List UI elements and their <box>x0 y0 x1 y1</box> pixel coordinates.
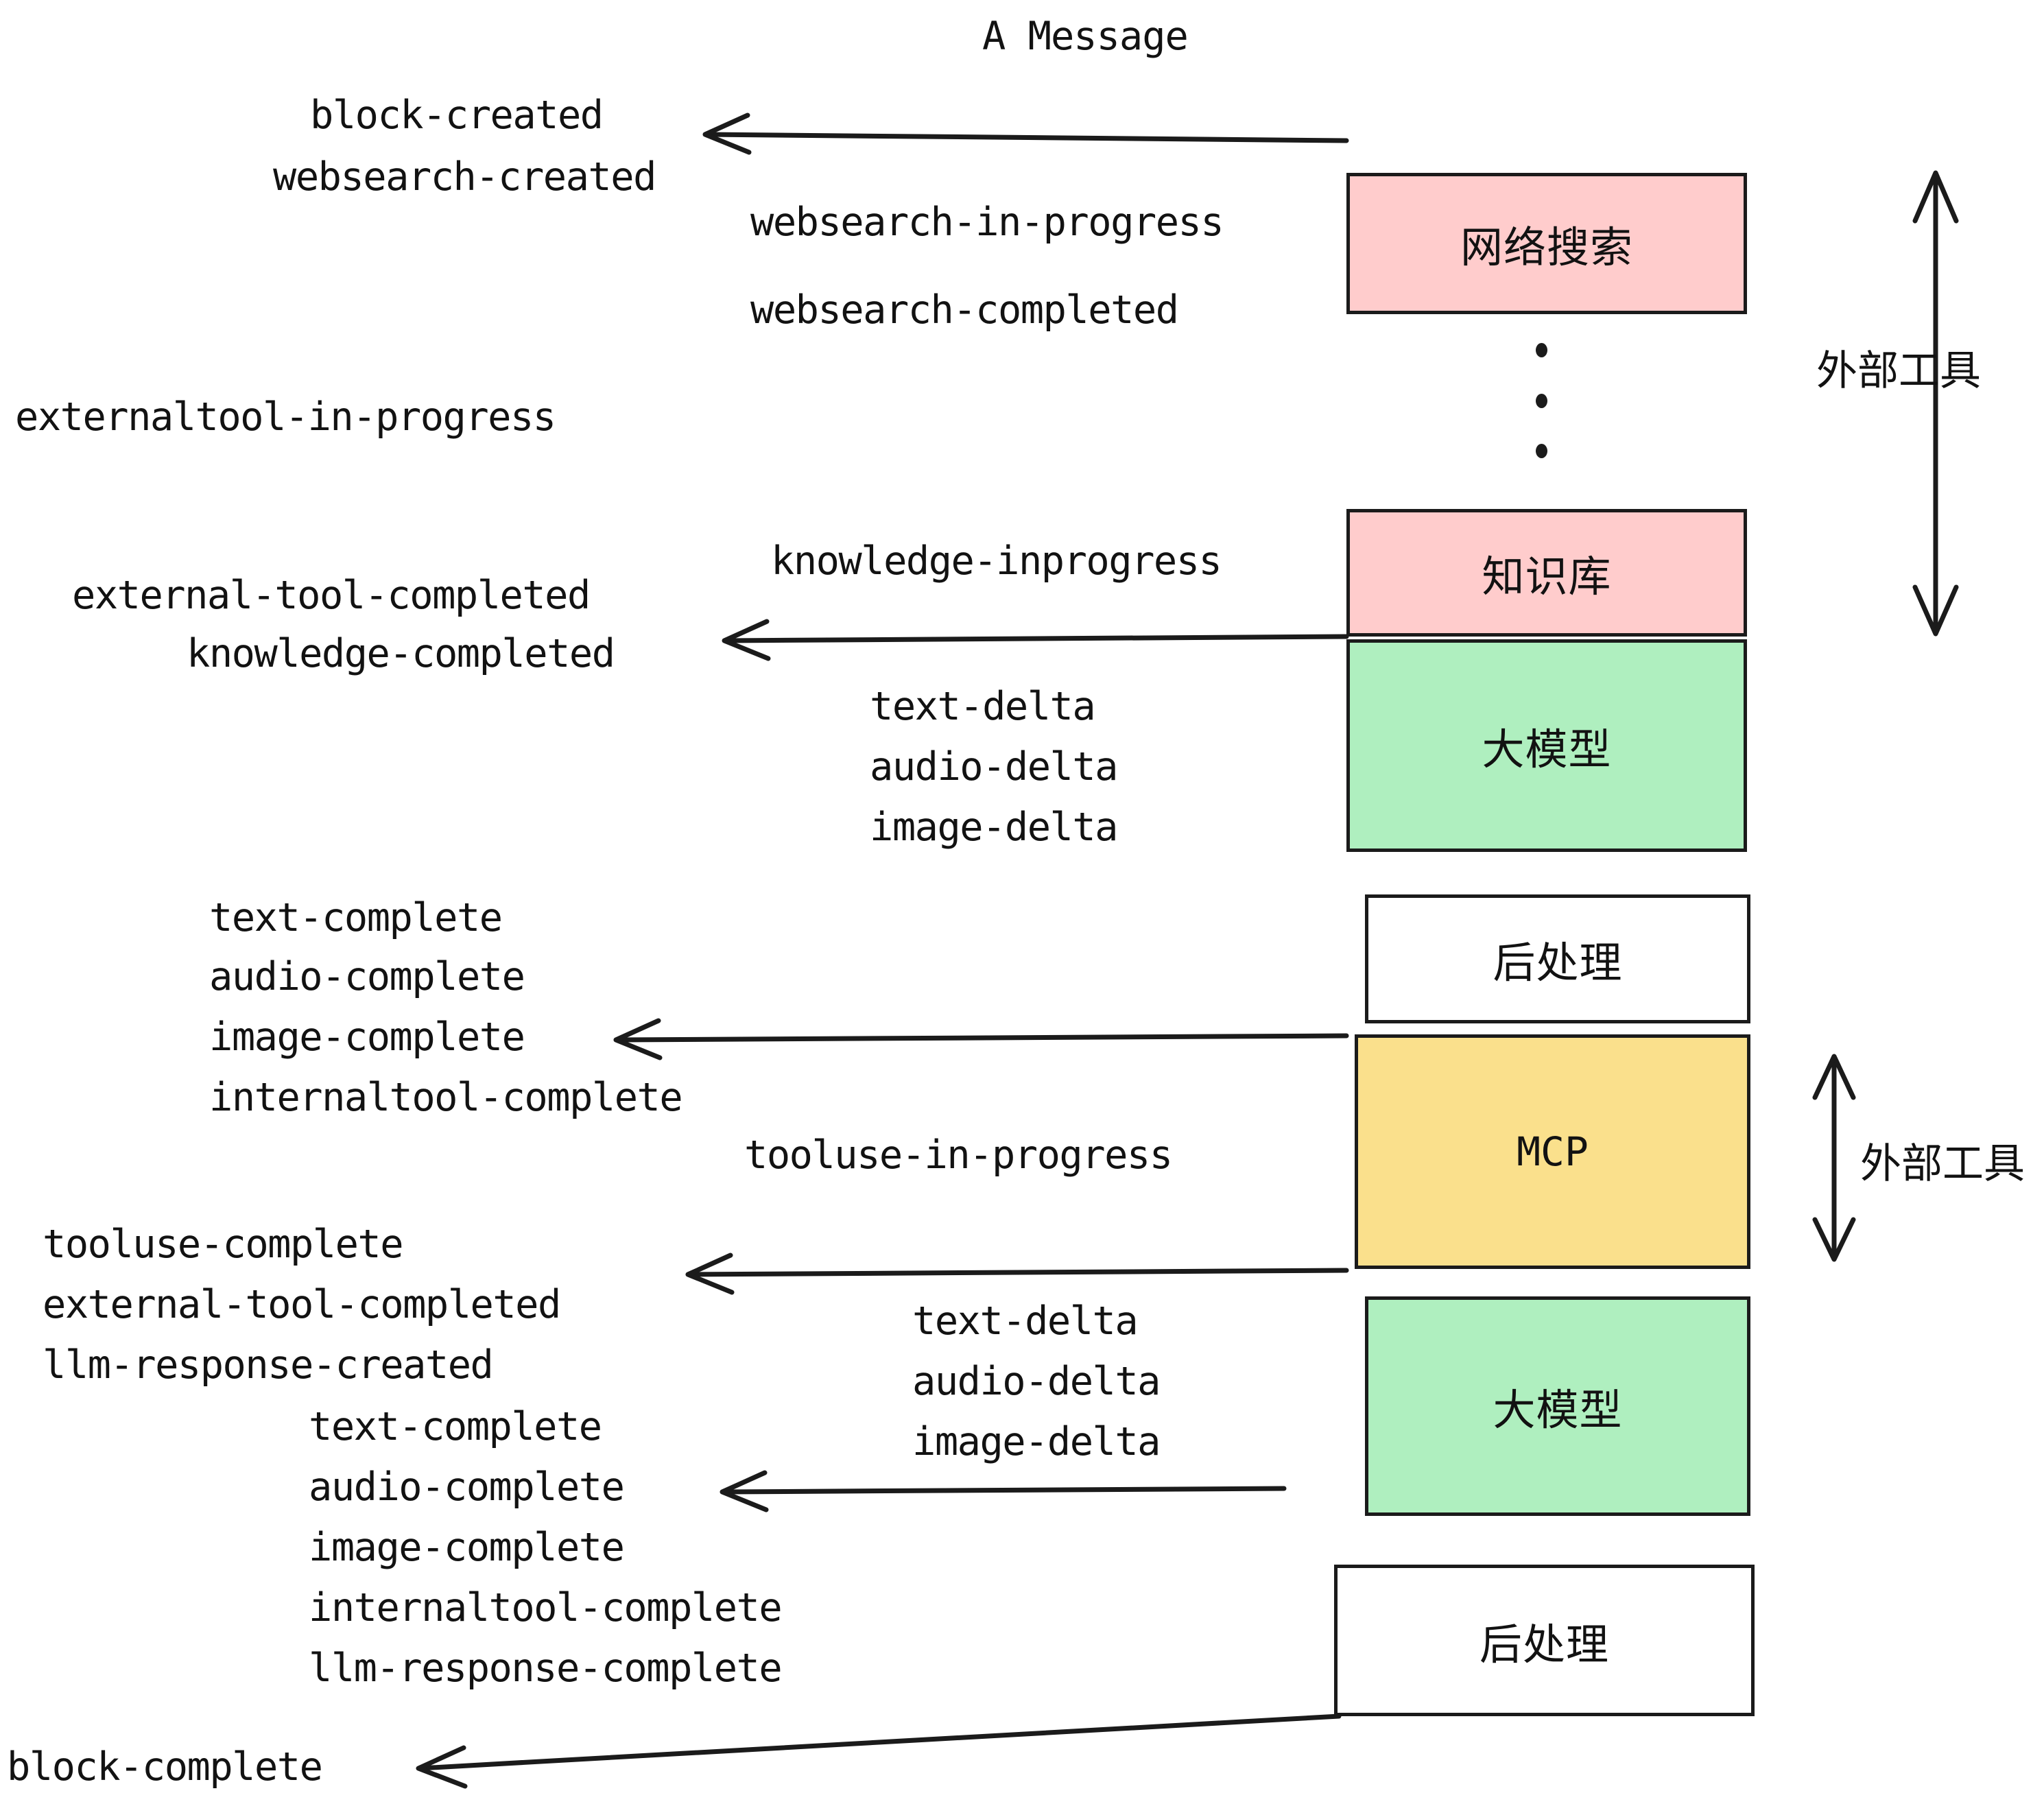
event-label-image-delta-1: image-delta <box>870 805 1119 850</box>
event-label-internaltool-complete-2: internaltool-complete <box>309 1585 783 1630</box>
event-label-text-delta-1: text-delta <box>870 684 1096 729</box>
node-postprocess-2-label: 后处理 <box>1479 1619 1609 1670</box>
event-label-externaltool-in-progress: externaltool-in-progress <box>15 394 556 440</box>
event-label-websearch-created: websearch-created <box>273 154 656 200</box>
event-label-image-delta-2: image-delta <box>912 1419 1161 1464</box>
event-label-internaltool-complete-1: internaltool-complete <box>209 1075 683 1120</box>
node-llm-2[interactable]: 大模型 <box>1365 1296 1750 1516</box>
node-websearch[interactable]: 网络搜索 <box>1346 173 1747 314</box>
vertical-ellipsis <box>1534 343 1549 458</box>
arrow-llm2-to-audio-complete <box>720 1470 1287 1512</box>
event-label-tooluse-in-progress: tooluse-in-progress <box>744 1132 1173 1178</box>
event-label-text-delta-2: text-delta <box>912 1298 1139 1344</box>
event-label-block-created: block-created <box>310 93 604 138</box>
event-label-llm-response-created: llm-response-created <box>43 1342 494 1388</box>
event-label-external-tool-completed-2: external-tool-completed <box>43 1282 561 1327</box>
event-label-audio-delta-1: audio-delta <box>870 744 1119 790</box>
ellipsis-dot <box>1535 343 1547 357</box>
event-label-text-complete-2: text-complete <box>309 1404 602 1449</box>
node-postprocess-1-label: 后处理 <box>1493 938 1623 988</box>
event-label-image-complete-2: image-complete <box>309 1525 625 1570</box>
ellipsis-dot <box>1535 393 1547 408</box>
page-title: A Message <box>982 14 1189 59</box>
arrow-mcp-to-tooluse-complete <box>685 1253 1349 1295</box>
node-mcp[interactable]: MCP <box>1355 1034 1750 1269</box>
event-label-text-complete-1: text-complete <box>209 895 503 940</box>
node-postprocess-1[interactable]: 后处理 <box>1365 894 1750 1023</box>
arrow-websearch-to-block-created <box>702 112 1349 155</box>
ellipsis-dot <box>1535 444 1547 458</box>
side-label-external-tool-bottom: 外部工具 <box>1860 1140 2025 1188</box>
node-llm-1[interactable]: 大模型 <box>1346 639 1747 852</box>
event-label-external-tool-completed-1: external-tool-completed <box>72 573 591 618</box>
arrow-knowledge-to-knowledge-completed <box>722 619 1349 661</box>
event-label-tooluse-complete: tooluse-complete <box>43 1222 404 1267</box>
external-tool-bracket-top <box>1912 170 1959 637</box>
event-label-block-complete: block-complete <box>7 1744 323 1790</box>
node-llm-2-label: 大模型 <box>1493 1385 1623 1435</box>
event-label-websearch-in-progress: websearch-in-progress <box>750 200 1224 245</box>
arrow-postprocess-to-image-complete <box>613 1018 1349 1060</box>
node-knowledge-label: 知识库 <box>1482 551 1612 602</box>
event-label-llm-response-complete: llm-response-complete <box>309 1646 783 1691</box>
event-label-knowledge-completed: knowledge-completed <box>187 631 615 676</box>
arrow-postprocess2-to-block-complete <box>416 1713 1342 1789</box>
event-label-image-complete-1: image-complete <box>209 1014 525 1060</box>
event-label-knowledge-inprogress: knowledge-inprogress <box>771 538 1222 584</box>
node-llm-1-label: 大模型 <box>1482 724 1612 774</box>
event-label-audio-delta-2: audio-delta <box>912 1359 1161 1404</box>
side-label-external-tool-top: 外部工具 <box>1816 347 1981 395</box>
node-mcp-label: MCP <box>1517 1128 1589 1175</box>
node-knowledge[interactable]: 知识库 <box>1346 509 1747 637</box>
node-postprocess-2[interactable]: 后处理 <box>1334 1565 1755 1716</box>
node-websearch-label: 网络搜索 <box>1460 222 1633 272</box>
event-label-websearch-completed: websearch-completed <box>750 287 1179 333</box>
event-label-audio-complete-2: audio-complete <box>309 1464 625 1510</box>
event-label-audio-complete-1: audio-complete <box>209 954 525 999</box>
external-tool-bracket-bottom <box>1812 1054 1856 1262</box>
